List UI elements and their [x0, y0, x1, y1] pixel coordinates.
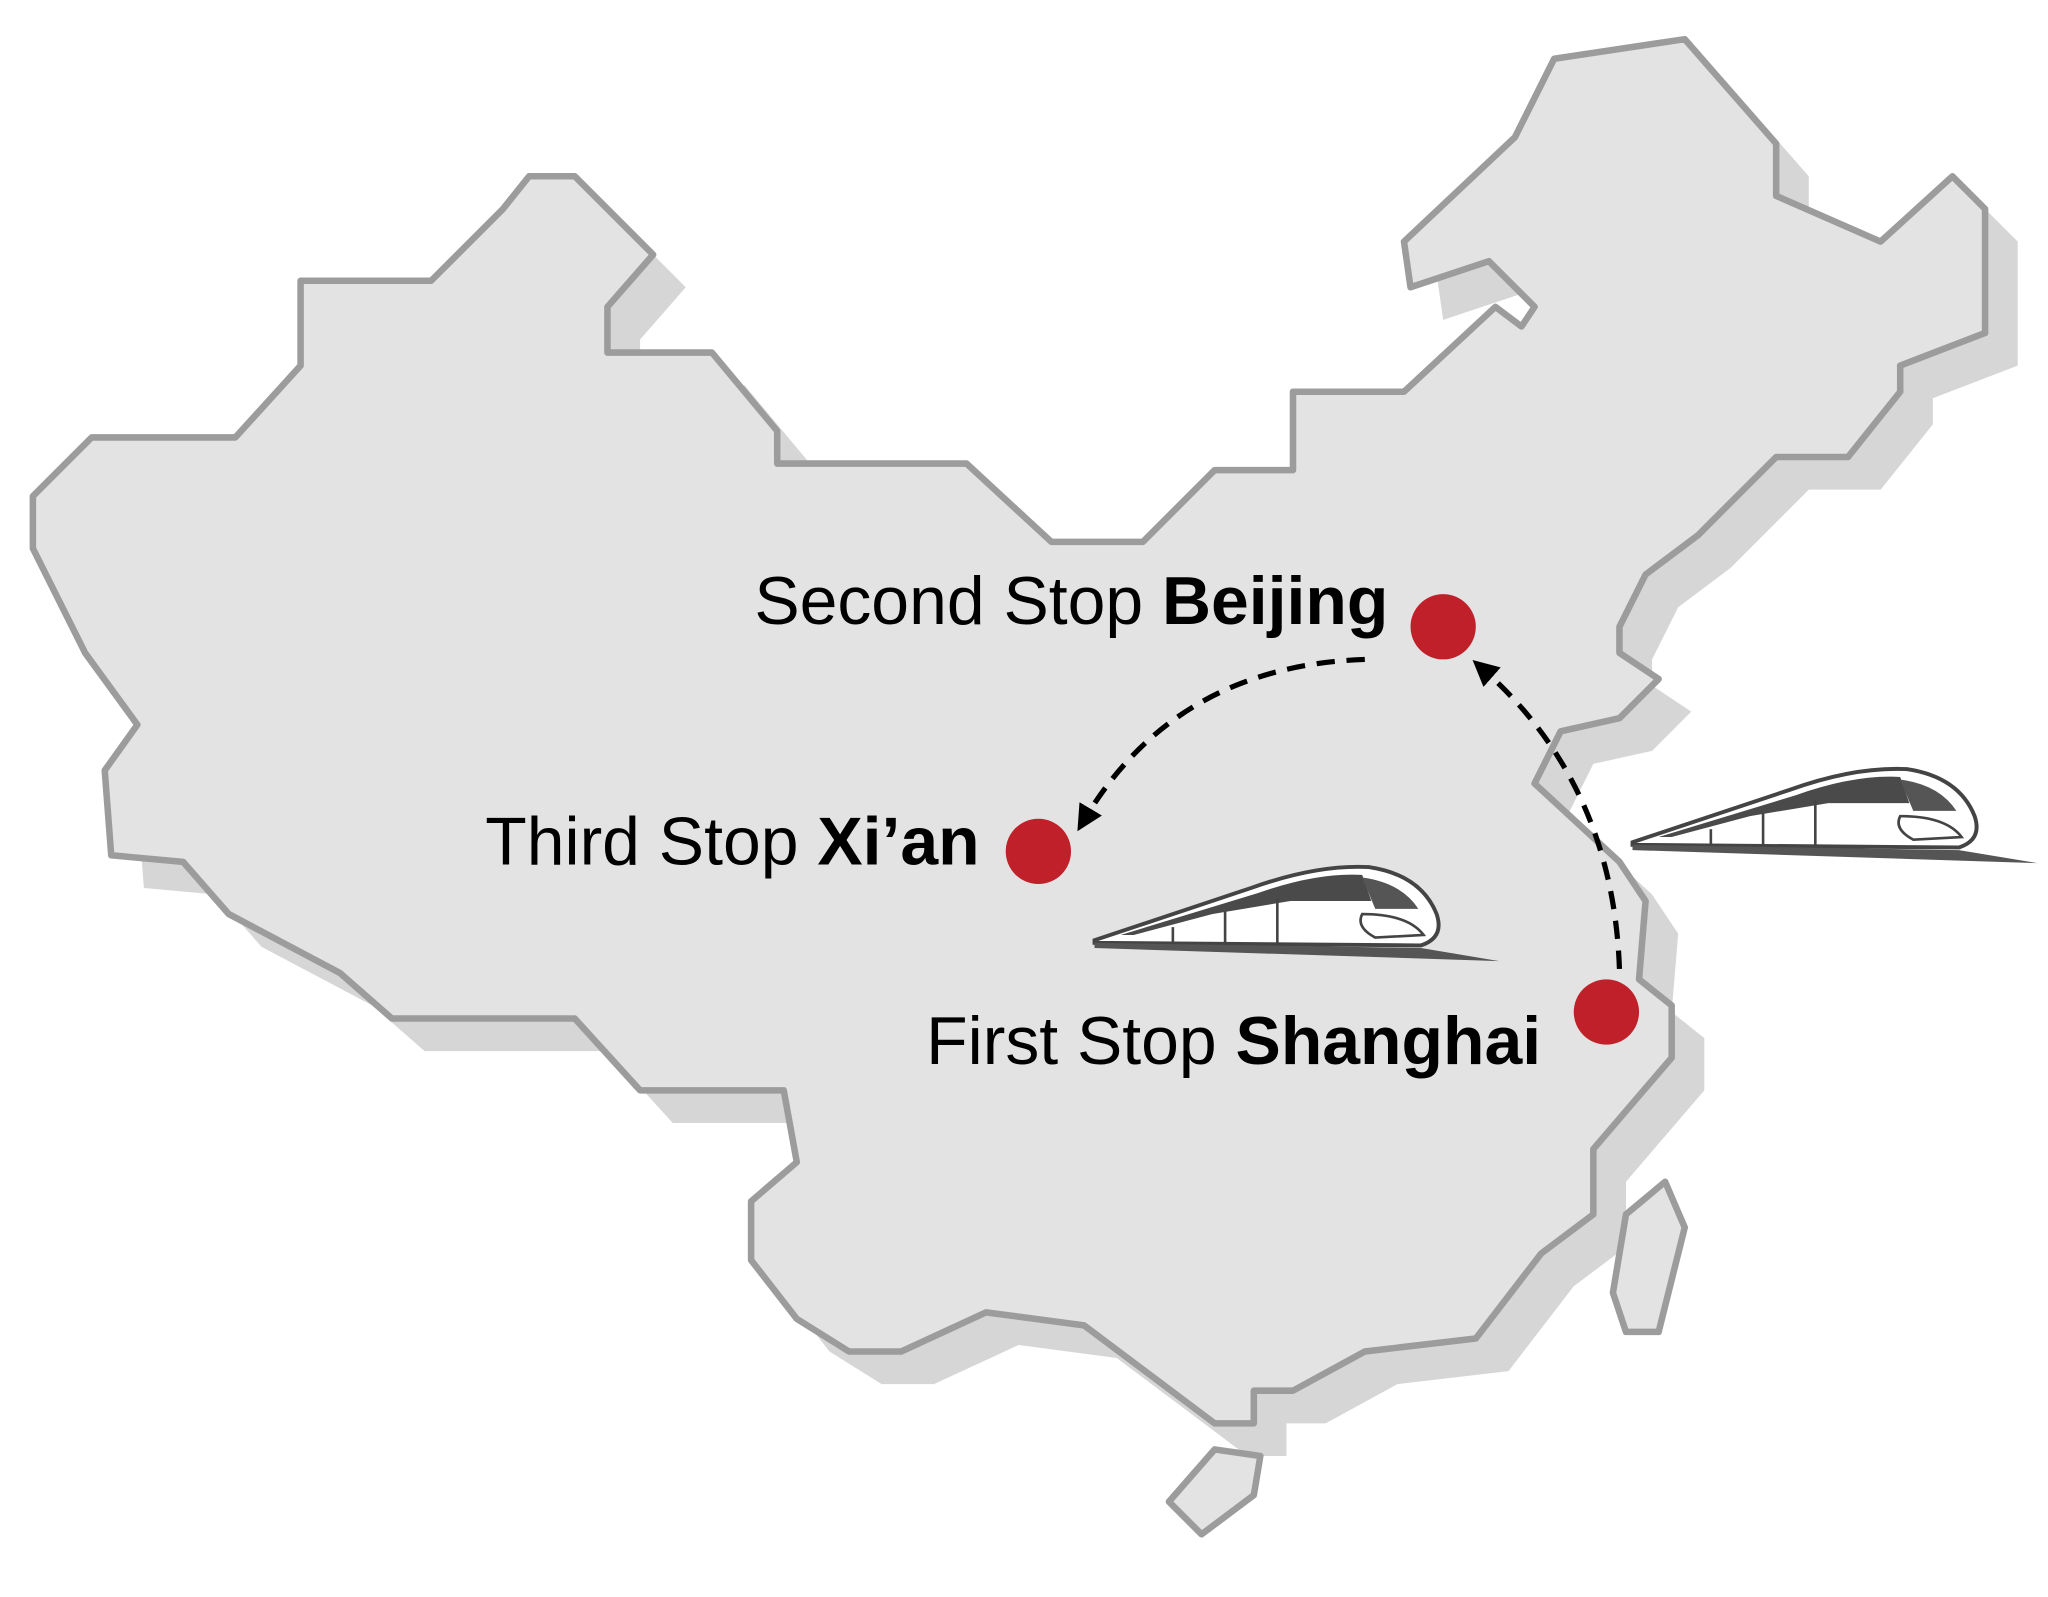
stop-label-beijing: Second Stop Beijing — [754, 564, 1388, 639]
high-speed-train-icon — [1630, 766, 2040, 866]
stop-dot-xian[interactable] — [1005, 818, 1072, 885]
hainan-island — [1165, 1446, 1264, 1538]
stop-dot-shanghai[interactable] — [1573, 979, 1640, 1045]
route-arrow-shanghai-beijing — [1472, 659, 1623, 970]
stop-label-xian: Third Stop Xi’an — [485, 804, 979, 879]
stop-dot-beijing[interactable] — [1410, 594, 1476, 660]
china-map-outline — [29, 35, 1989, 1538]
stop-label-shanghai: First Stop Shanghai — [926, 1004, 1541, 1079]
taiwan-island — [1609, 1178, 1689, 1336]
route-arrow-beijing-xian — [1077, 656, 1365, 832]
